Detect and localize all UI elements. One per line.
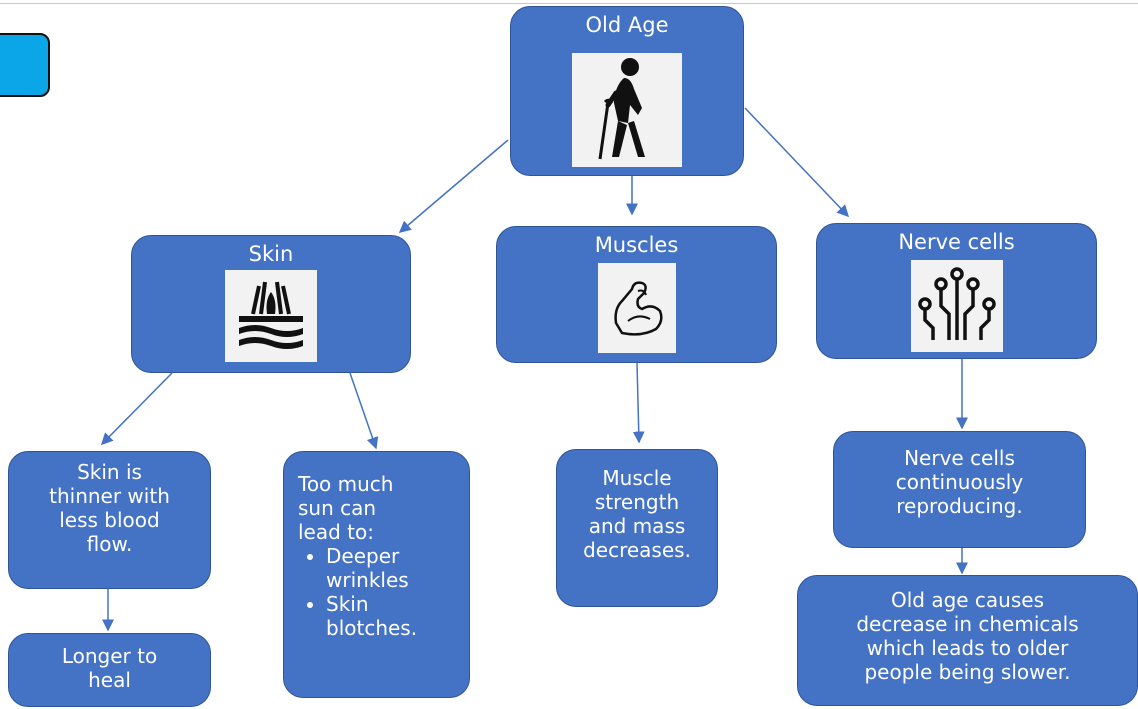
top-divider [0, 3, 1138, 4]
node-nerve-reproducing: Nerve cells continuously reproducing. [833, 431, 1086, 548]
node-text: Too much sun can lead to: Deeperwrinkles… [284, 472, 469, 640]
node-skin: Skin [131, 235, 411, 373]
node-title: Old Age [585, 13, 669, 37]
node-old-age: Old Age [510, 6, 744, 176]
node-old-age-chemicals: Old age causes decrease in chemicals whi… [797, 575, 1138, 706]
node-muscle-strength: Muscle strength and mass decreases. [556, 449, 718, 607]
skin-layers-hair-icon [225, 270, 317, 362]
arrow-skin-sun [349, 372, 379, 450]
node-text: Longer to heal [61, 644, 158, 692]
node-title: Nerve cells [898, 230, 1015, 254]
arrow-skin-thin [100, 372, 173, 446]
node-text: Muscle strength and mass decreases. [583, 466, 691, 562]
node-text: Nerve cells continuously reproducing. [895, 446, 1024, 518]
node-skin-thinner: Skin is thinner with less blood flow. [8, 451, 211, 589]
node-title: Skin [248, 242, 294, 266]
old-man-with-cane-icon [572, 53, 682, 167]
node-longer-to-heal: Longer to heal [8, 633, 211, 707]
node-nerve-cells: Nerve cells [816, 223, 1097, 359]
node-title: Muscles [594, 233, 679, 257]
arrow-root-skin [398, 139, 509, 233]
nerve-circuit-icon [910, 260, 1003, 352]
arrow-muscles-strength [632, 362, 645, 444]
node-muscles: Muscles [496, 226, 777, 363]
node-text: Old age causes decrease in chemicals whi… [856, 588, 1079, 684]
node-text: Skin is thinner with less blood flow. [49, 460, 170, 556]
arrow-root-nerve [744, 107, 850, 218]
flexed-arm-icon [597, 263, 676, 353]
node-too-much-sun: Too much sun can lead to: Deeperwrinkles… [283, 451, 470, 698]
corner-button[interactable] [0, 33, 50, 97]
